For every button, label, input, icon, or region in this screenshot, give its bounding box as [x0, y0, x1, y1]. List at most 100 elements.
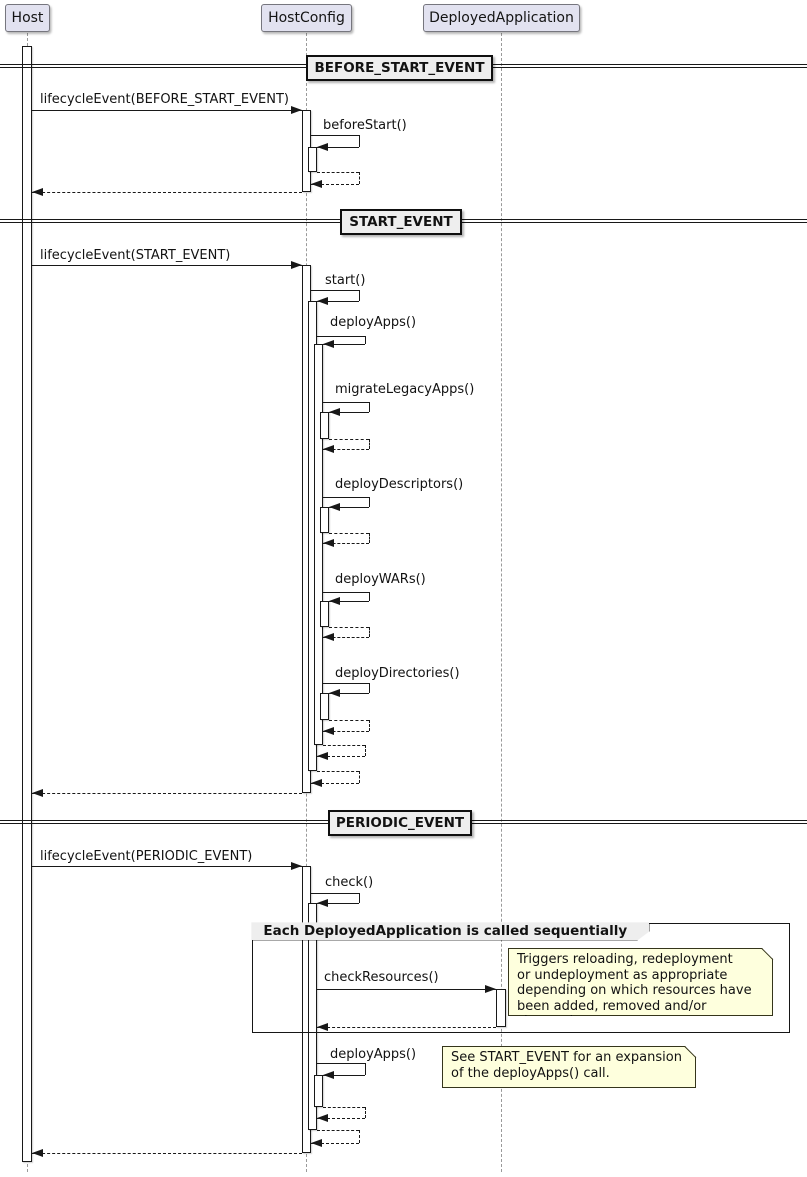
- arrowhead: [317, 752, 328, 760]
- self-call-out: [323, 497, 369, 498]
- arrowhead: [323, 633, 334, 641]
- activation-bar-host: [22, 46, 32, 1162]
- self-call-side: [369, 683, 370, 693]
- activation-bar-deployapps: [314, 344, 323, 745]
- self-return-side: [369, 720, 370, 731]
- self-return-in: [311, 1143, 359, 1144]
- self-call-in: [329, 601, 369, 602]
- self-call-side: [369, 497, 370, 507]
- message-label-start: start(): [325, 273, 366, 288]
- self-return-out: [329, 720, 369, 721]
- arrowhead: [323, 727, 334, 735]
- self-call-out: [317, 336, 365, 337]
- arrowhead: [485, 985, 496, 993]
- group-box-sequential: Each DeployedApplication is called seque…: [252, 923, 790, 1033]
- arrowhead: [317, 1023, 328, 1031]
- message-label-lifecycle-periodic: lifecycleEvent(PERIODIC_EVENT): [40, 849, 253, 864]
- message-label-deploy-apps: deployApps(): [330, 315, 417, 330]
- self-return-side: [359, 172, 360, 184]
- message-label-before-start: beforeStart(): [323, 118, 407, 133]
- message-label-deploy-descriptors: deployDescriptors(): [335, 477, 464, 492]
- arrowhead: [311, 1139, 322, 1147]
- activation-bar-beforestart: [308, 147, 317, 172]
- self-return-out: [329, 439, 369, 440]
- self-call-side: [365, 336, 366, 344]
- self-return-out: [317, 771, 359, 772]
- arrowhead: [329, 503, 340, 511]
- participant-host: Host: [5, 4, 50, 32]
- self-return-in: [323, 731, 369, 732]
- message-label-lifecycle-start: lifecycleEvent(START_EVENT): [40, 248, 231, 263]
- self-return-in: [323, 449, 369, 450]
- arrowhead: [323, 1071, 334, 1079]
- arrowhead: [317, 1114, 328, 1122]
- self-return-side: [369, 533, 370, 543]
- participant-host-label: Host: [11, 10, 44, 26]
- divider-before-start-event: BEFORE_START_EVENT: [306, 55, 493, 81]
- arrowhead: [291, 261, 302, 269]
- arrowhead: [32, 188, 43, 196]
- self-return-out: [329, 533, 369, 534]
- arrowhead: [32, 789, 43, 797]
- self-return-side: [365, 1107, 366, 1118]
- self-call-side: [359, 893, 360, 903]
- self-call-side: [365, 1063, 366, 1075]
- self-return-in: [323, 543, 369, 544]
- message-label-lifecycle-before-start: lifecycleEvent(BEFORE_START_EVENT): [40, 92, 289, 107]
- return-check-resources: [317, 1027, 496, 1028]
- group-header: Each DeployedApplication is called seque…: [251, 922, 649, 940]
- self-return-out: [323, 1107, 365, 1108]
- self-return-in: [317, 1118, 365, 1119]
- self-call-in: [329, 507, 369, 508]
- self-call-out: [311, 290, 359, 291]
- self-call-in: [323, 344, 365, 345]
- participant-hostconfig-label: HostConfig: [268, 10, 345, 26]
- note-see-start-event: See START_EVENT for an expansion of the …: [442, 1046, 696, 1088]
- arrowhead: [291, 106, 302, 114]
- self-call-side: [359, 135, 360, 147]
- group-label: Each DeployedApplication is called seque…: [263, 923, 628, 940]
- return-to-host: [32, 793, 302, 794]
- note-triggers-reloading: Triggers reloading, redeployment or unde…: [508, 948, 773, 1016]
- arrowhead: [291, 862, 302, 870]
- self-call-out: [317, 1063, 365, 1064]
- self-return-side: [369, 439, 370, 449]
- arrowhead: [329, 689, 340, 697]
- arrowhead: [317, 143, 328, 151]
- self-call-in: [317, 903, 359, 904]
- arrowhead: [311, 779, 322, 787]
- self-call-out: [323, 402, 369, 403]
- self-return-in: [311, 783, 359, 784]
- message-label-deploy-wars: deployWARs(): [335, 572, 426, 587]
- activation-bar-migratelegacyapps: [320, 412, 329, 439]
- arrow-lifecycle-periodic: [32, 866, 302, 867]
- arrowhead: [317, 297, 328, 305]
- self-return-side: [369, 627, 370, 637]
- message-label-migrate-legacy-apps: migrateLegacyApps(): [335, 382, 475, 397]
- arrowhead: [317, 899, 328, 907]
- self-return-in: [317, 756, 365, 757]
- arrowhead: [323, 539, 334, 547]
- self-return-out: [317, 172, 359, 173]
- self-return-side: [359, 1130, 360, 1143]
- activation-bar-deploydescriptors: [320, 507, 329, 533]
- self-call-side: [369, 592, 370, 601]
- activation-bar-deploywars: [320, 601, 329, 627]
- message-label-deploy-directories: deployDirectories(): [335, 666, 460, 681]
- arrow-check-resources: [317, 989, 496, 990]
- self-return-side: [359, 771, 360, 783]
- self-call-in: [329, 693, 369, 694]
- divider-start-event: START_EVENT: [340, 209, 462, 235]
- activation-bar-deployapps-periodic: [314, 1075, 323, 1107]
- divider-periodic-event: PERIODIC_EVENT: [328, 810, 472, 836]
- self-call-side: [369, 402, 370, 412]
- self-return-in: [311, 184, 359, 185]
- arrowhead: [311, 180, 322, 188]
- self-call-out: [311, 893, 359, 894]
- arrow-lifecycle-before-start: [32, 110, 302, 111]
- lifeline-deployedapplication: [500, 33, 502, 1172]
- self-return-out: [323, 745, 365, 746]
- activation-bar-check: [308, 903, 317, 1130]
- self-return-out: [317, 1130, 359, 1131]
